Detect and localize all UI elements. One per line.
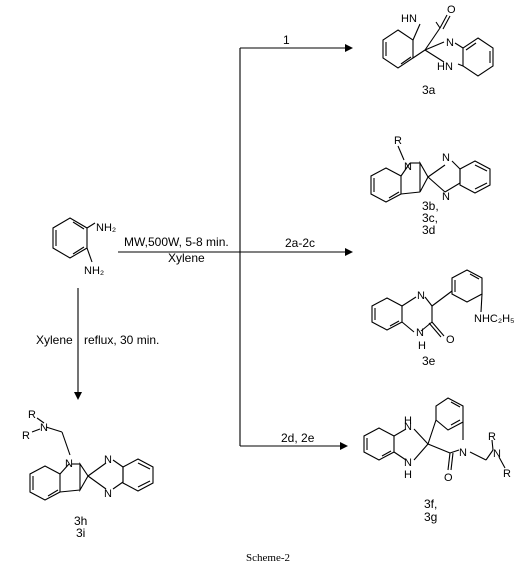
atom-o-3f: O [444, 472, 453, 484]
atom-h-3f-2: H [404, 469, 412, 481]
atom-n-3h-amine: N [40, 422, 48, 434]
atom-r-3f-1: R [488, 431, 496, 443]
down-condition-reflux: reflux, 30 min. [84, 333, 159, 347]
atom-n-3e: N [417, 290, 425, 302]
atom-n-3e-nh: N [416, 327, 424, 339]
atom-n-3h-3: N [104, 488, 112, 500]
atom-n-3f-3: N [459, 447, 467, 459]
compound-3g-label: 3g [424, 510, 437, 524]
product-3e-structure: N N H O NHC₂H₅ [371, 269, 514, 352]
atom-r-3b: R [394, 135, 402, 147]
reagent-2a-2c-label: 2a-2c [285, 236, 315, 250]
atom-r-3f-2: R [503, 468, 511, 480]
scheme-caption: Scheme-2 [246, 552, 290, 564]
atom-n-3b-2: N [442, 152, 450, 164]
product-3h-3i-structure: R R N N N N [22, 409, 154, 501]
atom-n-3h-2: N [104, 454, 112, 466]
down-condition-solvent: Xylene [36, 333, 73, 347]
compound-3e-label: 3e [422, 354, 436, 368]
compound-3d-label: 3d [422, 223, 435, 237]
atom-o-3a: O [447, 4, 456, 16]
atom-h-3e: H [418, 340, 426, 352]
product-3a-structure: HN O N HN [382, 4, 494, 77]
condition-solvent: Xylene [168, 251, 205, 265]
atom-o-3e: O [446, 334, 455, 346]
reagent-2d-2e-label: 2d, 2e [281, 431, 315, 445]
nh2-bottom-label: NH₂ [84, 265, 104, 277]
compound-3h-label: 3h [74, 514, 87, 528]
atom-n-3f-4: N [493, 448, 501, 460]
compound-3f-label: 3f, [424, 497, 437, 511]
compound-3c-label: 3c, [422, 211, 438, 225]
atom-hn-3a-bottom: HN [437, 61, 453, 73]
compound-3b-label: 3b, [422, 199, 439, 213]
nh2-top-label: NH₂ [96, 222, 116, 234]
atom-n-3b-1: N [404, 161, 412, 173]
product-3f-3g-structure: N H N H O N N R R [363, 397, 511, 484]
atom-n-3b-3: N [442, 191, 450, 203]
atom-n-3f-1: N [404, 421, 412, 433]
atom-hn-3a: HN [401, 13, 417, 25]
atom-r-3h-2: R [22, 430, 30, 442]
compound-3i-label: 3i [76, 526, 85, 540]
compound-3a-label: 3a [422, 83, 436, 97]
atom-n-3h-indole: N [65, 458, 73, 470]
atom-r-3h-1: R [28, 409, 36, 421]
atom-n-3f-2: N [404, 457, 412, 469]
reagent-1-label: 1 [283, 33, 290, 47]
condition-microwave: MW,500W, 5-8 min. [124, 235, 229, 249]
branch-arrows [74, 44, 353, 450]
atom-h-3f-1: H [404, 415, 412, 427]
atom-nhc2h5-3e: NHC₂H₅ [474, 313, 514, 325]
reactant-o-phenylenediamine: NH₂ NH₂ [52, 217, 116, 277]
atom-nh-3a-top: N [446, 37, 454, 49]
product-3b-3d-structure: R N N N [370, 135, 491, 203]
